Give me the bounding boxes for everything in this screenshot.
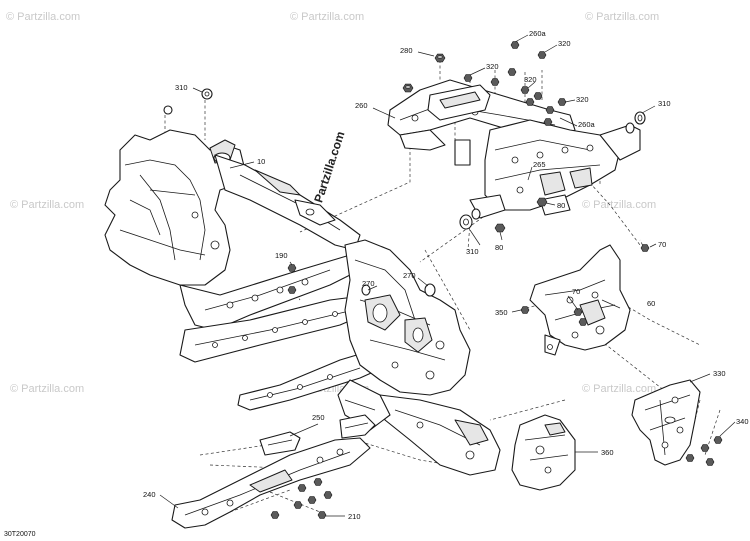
callout-340: 340	[736, 417, 749, 426]
watermark: © Partzilla.com	[6, 11, 80, 23]
watermark: © Partzilla.com	[582, 383, 656, 395]
callout-310: 310	[658, 99, 671, 108]
callout-320: 320	[576, 95, 589, 104]
callout-260: 260	[355, 101, 368, 110]
callout-210: 210	[348, 512, 361, 521]
fasteners	[163, 41, 723, 519]
watermark: © Partzilla.com	[582, 199, 656, 211]
diagram-reference-code: 30T20070	[4, 531, 36, 538]
callout-265: 265	[533, 160, 546, 169]
callout-310: 310	[175, 83, 188, 92]
callout-240: 240	[143, 490, 156, 499]
callout-80: 80	[495, 243, 503, 252]
callout-270: 270	[362, 279, 375, 288]
callout-70: 70	[658, 240, 666, 249]
callout-310: 310	[466, 247, 479, 256]
callout-360: 360	[601, 448, 614, 457]
callout-320: 320	[558, 39, 571, 48]
callout-80: 80	[557, 201, 565, 210]
callout-250: 250	[312, 413, 325, 422]
watermark: © Partzilla.com	[585, 11, 659, 23]
callout-320: 320	[524, 75, 537, 84]
callout-270: 270	[403, 271, 416, 280]
callout-260a: 260a	[578, 120, 596, 129]
bottom-bracket-240	[171, 414, 376, 529]
callout-260a: 260a	[529, 29, 547, 38]
hitch-360	[511, 414, 576, 491]
callout-330: 330	[713, 369, 726, 378]
side-bracket-60	[529, 244, 631, 356]
watermark: © Partzilla.com	[10, 383, 84, 395]
callout-60: 60	[647, 299, 655, 308]
rear-plate-330	[631, 379, 701, 466]
callout-labels: 10 60 70 70 80 80 190 210 240 250 260 26…	[143, 29, 749, 521]
callout-320: 320	[486, 62, 499, 71]
callout-350: 350	[495, 308, 508, 317]
callout-280: 280	[400, 46, 413, 55]
watermark: © Partzilla.com	[290, 11, 364, 23]
callout-190: 190	[275, 251, 288, 260]
leader-lines	[159, 34, 736, 517]
callout-70: 70	[572, 287, 580, 296]
main-frame	[104, 129, 501, 476]
watermark: © Partzilla.com	[10, 199, 84, 211]
callout-10: 10	[257, 157, 265, 166]
